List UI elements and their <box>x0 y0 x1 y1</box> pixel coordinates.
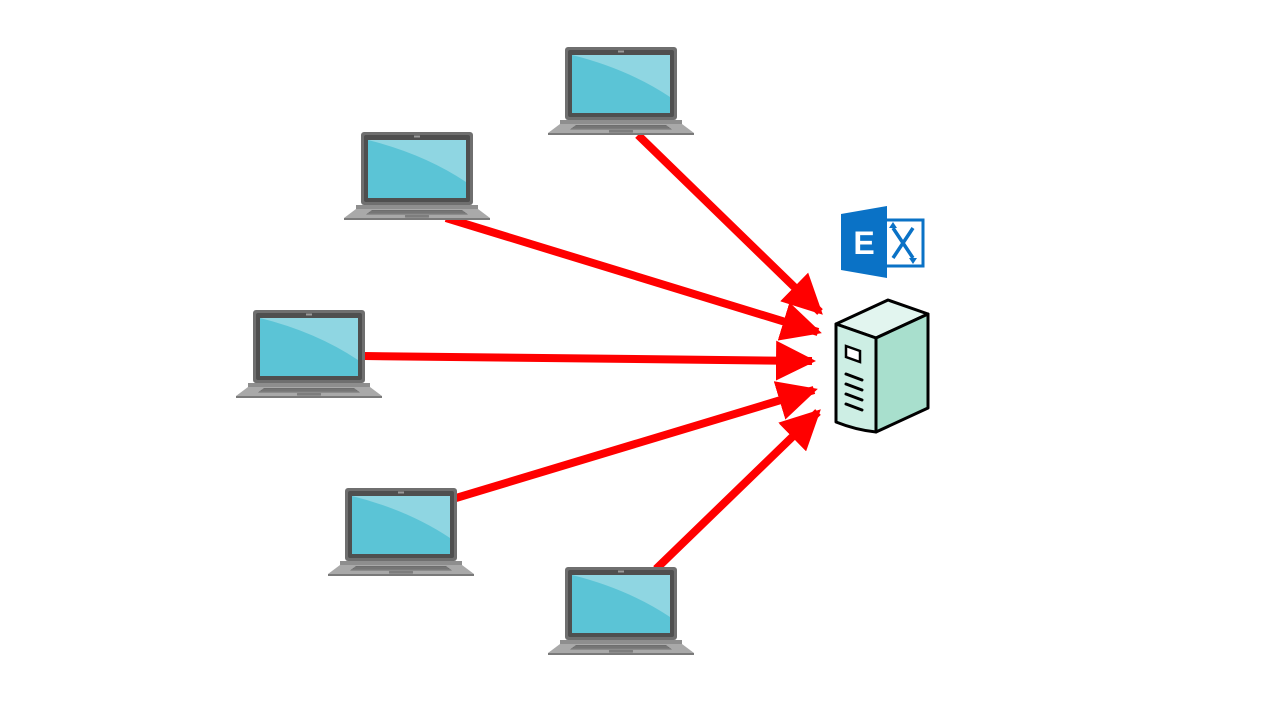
arrow-laptop-4-to-server <box>454 381 818 502</box>
laptop-icon <box>344 132 490 220</box>
laptop-icon <box>236 310 382 398</box>
arrow-laptop-2-to-server <box>444 214 822 341</box>
laptop-icon <box>548 567 694 655</box>
arrow-laptop-1-to-server <box>635 132 823 315</box>
laptops <box>236 47 694 655</box>
microsoft-exchange-logo-icon: E <box>841 206 925 278</box>
laptop-icon <box>328 488 474 576</box>
arrow-laptop-3-to-server <box>363 340 816 381</box>
server-tower-icon <box>834 298 930 434</box>
edges <box>363 132 823 572</box>
exchange-logo-letter: E <box>853 225 874 261</box>
arrow-laptop-5-to-server <box>653 409 821 572</box>
laptop-icon <box>548 47 694 135</box>
